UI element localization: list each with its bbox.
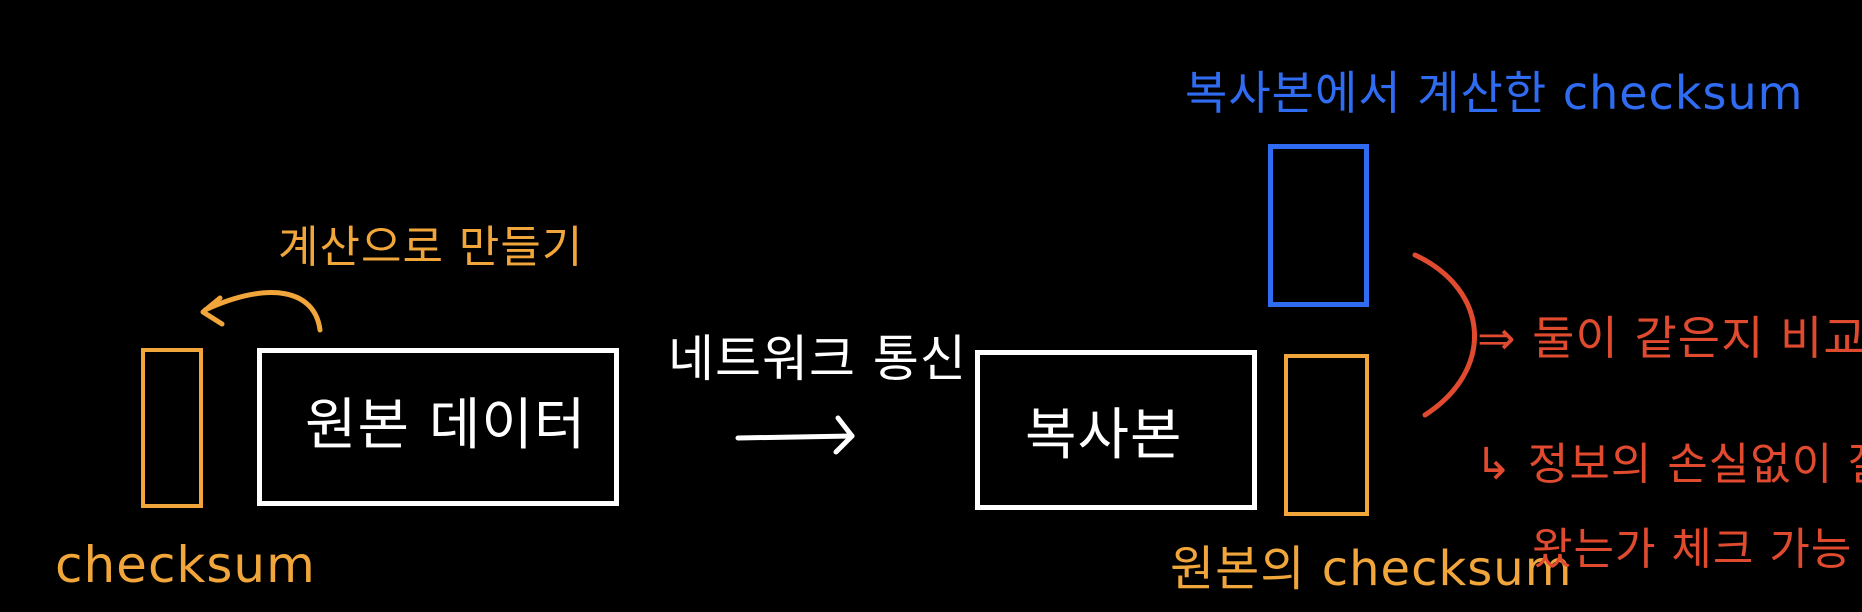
checksum-box-left [141, 348, 203, 508]
check-line2-label: 왔는가 체크 가능 [1532, 524, 1853, 575]
checksum-box-original [1284, 354, 1369, 516]
copy-label: 복사본 [1025, 403, 1183, 468]
network-comm-label: 네트워크 통신 [668, 330, 967, 388]
original-checksum-label: 원본의 checksum [1170, 541, 1573, 597]
checksum-left-label: checksum [55, 536, 316, 594]
compute-arrow [202, 290, 323, 333]
network-arrowhead [833, 415, 855, 455]
checksum-box-copy [1268, 144, 1369, 307]
checksum-from-copy-label: 복사본에서 계산한 checksum [1185, 66, 1804, 120]
compare-two-label: ⇒ 둘이 같은지 비교 [1477, 311, 1862, 365]
network-arrow [735, 433, 855, 441]
compute-arrowhead [200, 295, 225, 327]
compare-bracket [1412, 252, 1477, 418]
compute-to-make-label: 계산으로 만들기 [278, 222, 584, 273]
original-data-box [257, 348, 619, 506]
check-line1-label: ↳ 정보의 손실없이 잘 [1475, 439, 1862, 490]
copy-box [975, 350, 1257, 510]
original-data-label: 원본 데이터 [305, 393, 587, 458]
